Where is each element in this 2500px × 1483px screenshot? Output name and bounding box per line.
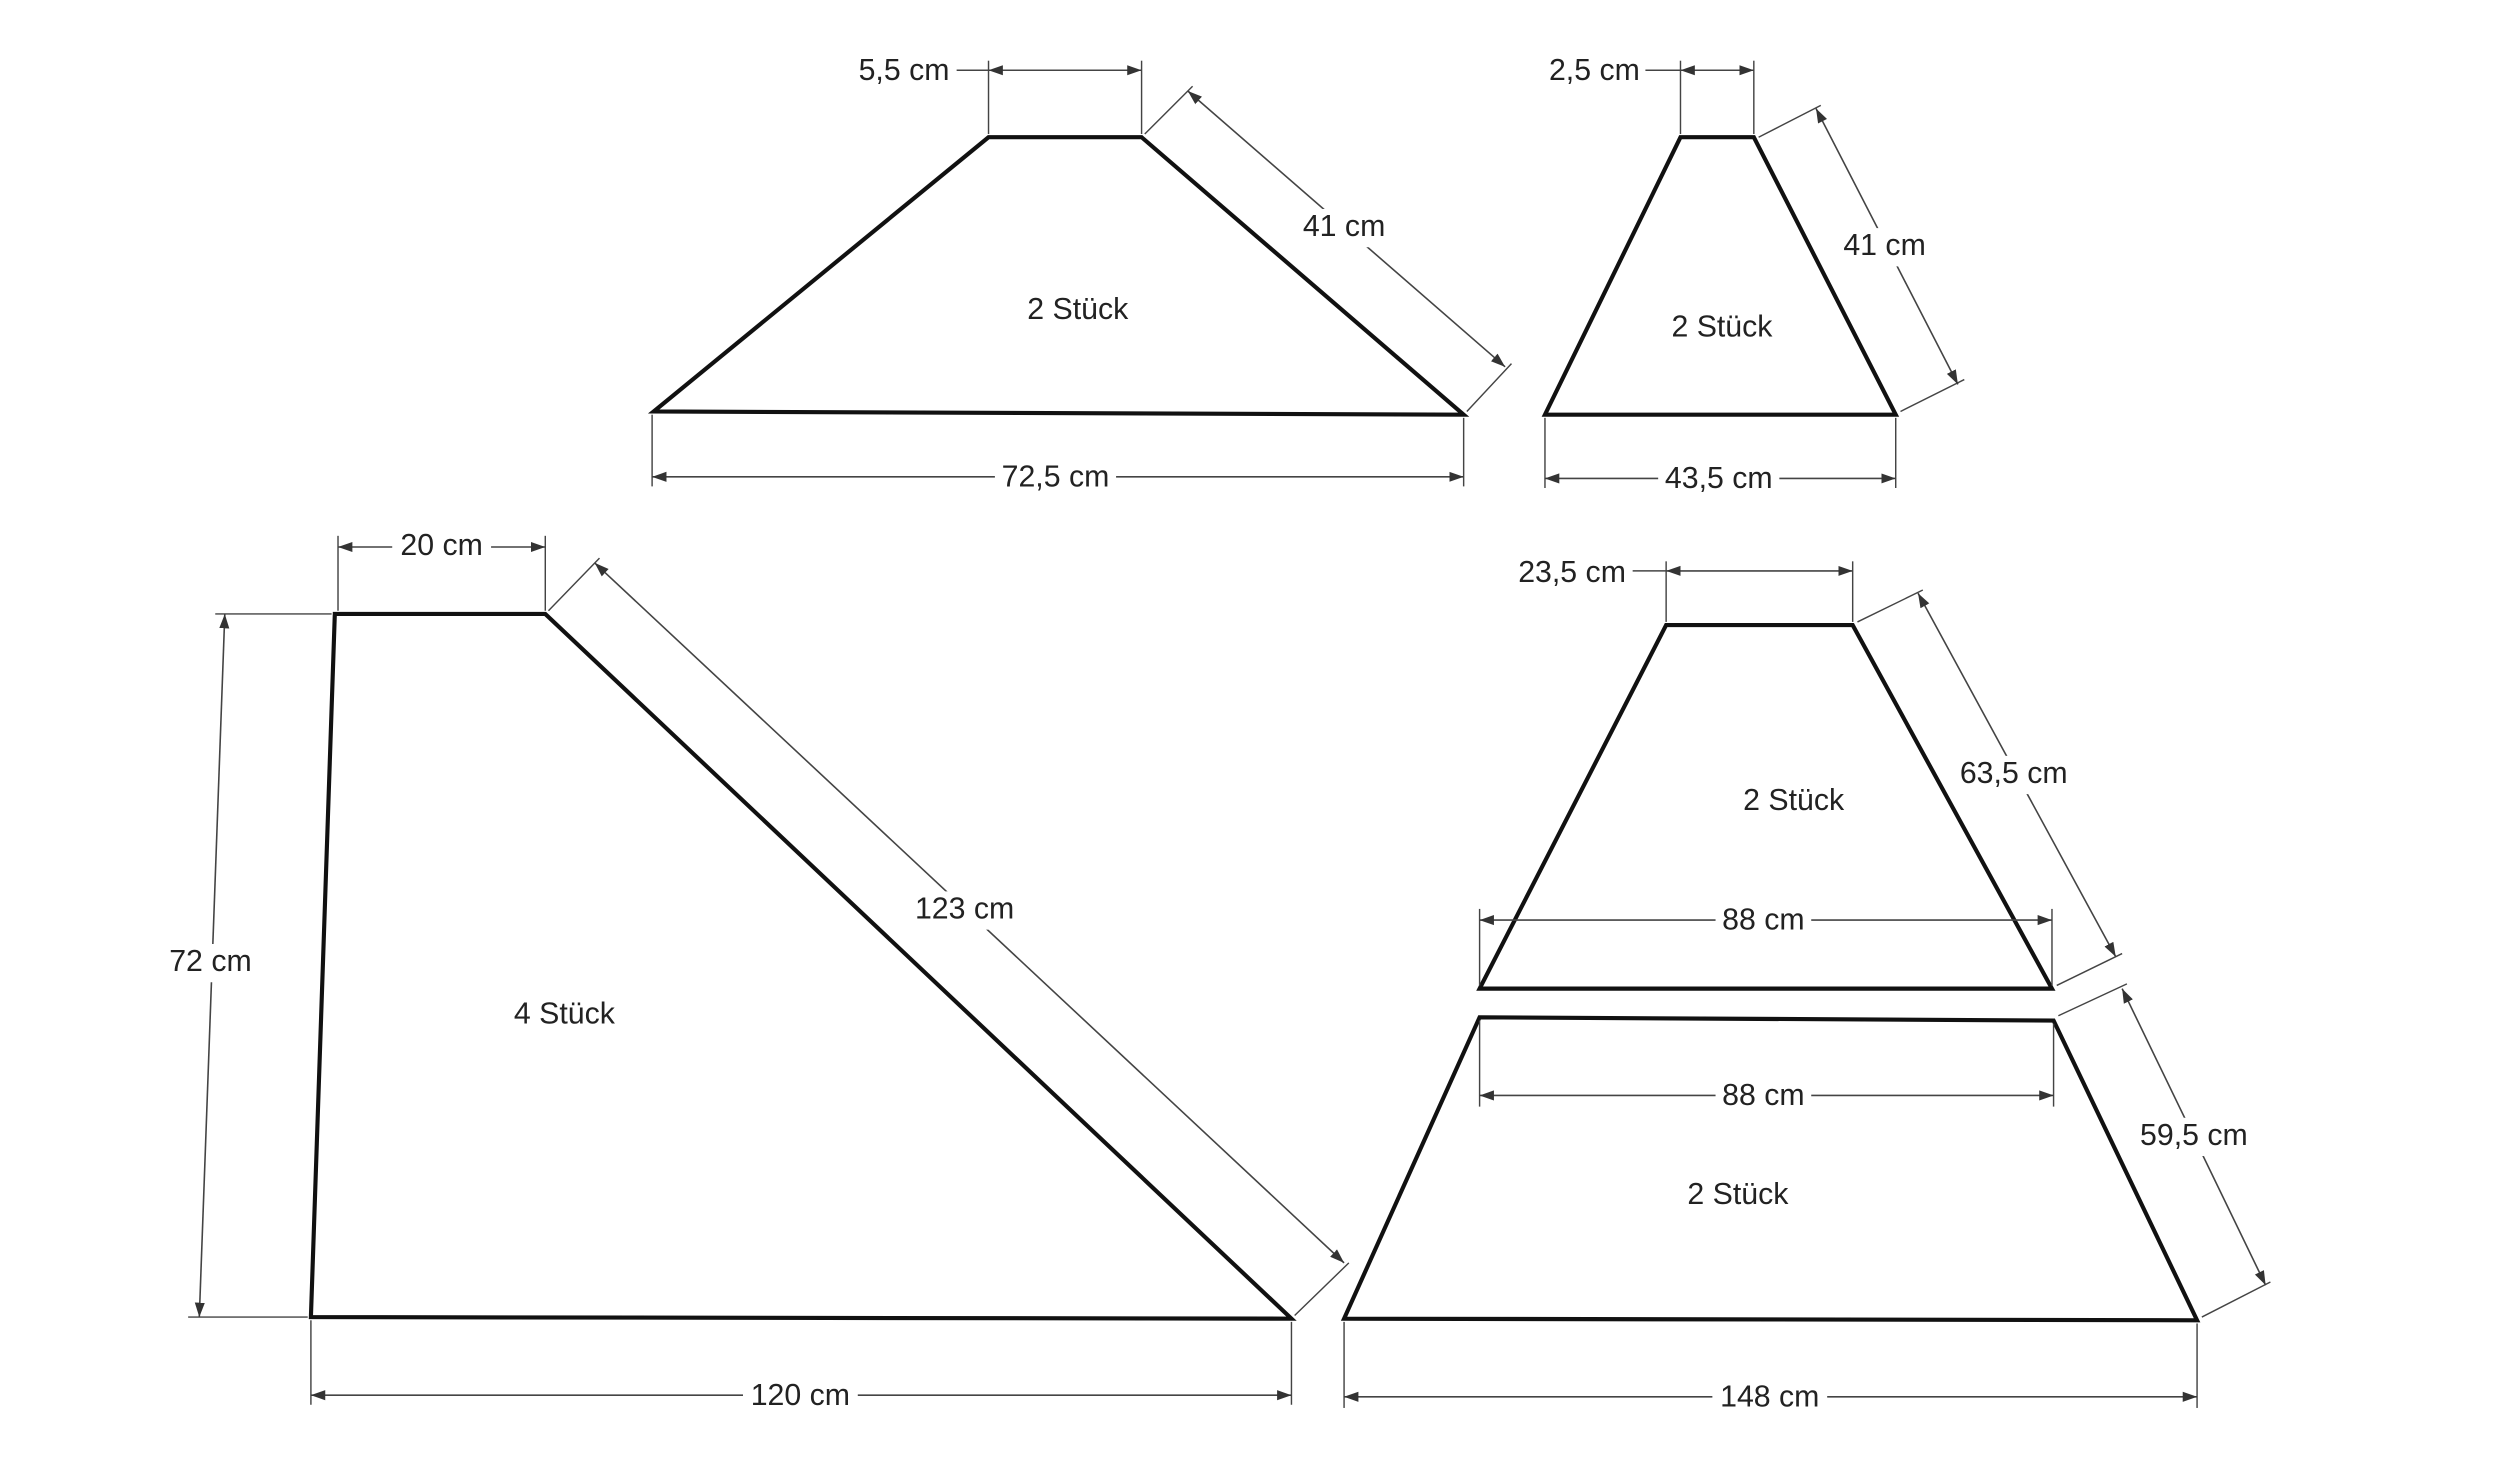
piece-3-side-label: 123 cm [915, 893, 1014, 926]
piece-5-top-label: 88 cm [1722, 1079, 1804, 1112]
piece-4-top-label: 23,5 cm [1518, 556, 1626, 589]
piece-4: 23,5 cm 63,5 cm 88 cm 2 Stück [1476, 556, 2123, 991]
piece-3-shape [308, 611, 1297, 1321]
piece-5: 88 cm 59,5 cm 148 cm 2 Stück [1340, 983, 2271, 1415]
piece-1-side-label: 41 cm [1303, 210, 1385, 243]
piece-5-side-label: 59,5 cm [2140, 1119, 2248, 1152]
piece-1-shape [647, 135, 1470, 417]
piece-4-shape [1476, 623, 2056, 991]
piece-2-bottom-label: 43,5 cm [1665, 462, 1773, 495]
piece-3-top-label: 20 cm [400, 529, 482, 562]
piece-1-count: 2 Stück [1027, 293, 1129, 326]
piece-1-top-label: 5,5 cm [859, 54, 950, 87]
piece-2-top-label: 2,5 cm [1549, 54, 1640, 87]
piece-2: 2,5 cm 41 cm 43,5 cm 2 Stück [1541, 54, 1965, 496]
piece-1: 5,5 cm 41 cm 72,5 cm 2 Stück [647, 54, 1513, 495]
piece-2-shape [1541, 135, 1900, 417]
piece-2-side-label: 41 cm [1843, 229, 1925, 262]
piece-4-bottom-label: 88 cm [1722, 904, 1804, 937]
piece-4-count: 2 Stück [1743, 784, 1845, 817]
piece-5-count: 2 Stück [1687, 1178, 1789, 1211]
piece-3-bottom-label: 120 cm [751, 1379, 850, 1412]
piece-3: 20 cm 123 cm 72 cm 120 cm 4 Stück [159, 529, 1350, 1413]
piece-3-count: 4 Stück [514, 998, 616, 1031]
piece-5-shape [1340, 1015, 2201, 1323]
piece-1-bottom-label: 72,5 cm [1002, 460, 1110, 493]
piece-4-side-label: 63,5 cm [1960, 757, 2068, 790]
piece-3-height-label: 72 cm [169, 945, 251, 978]
piece-5-bottom-label: 148 cm [1720, 1380, 1819, 1413]
piece-2-count: 2 Stück [1671, 311, 1773, 344]
